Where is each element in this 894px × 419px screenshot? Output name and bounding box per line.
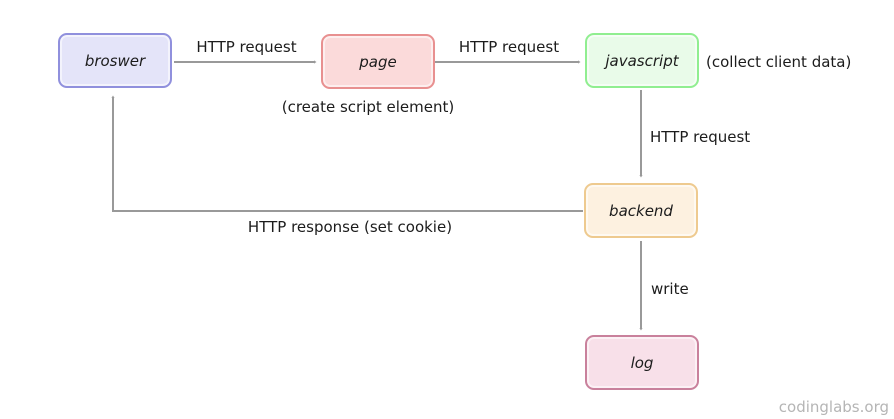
node-broswer-label: broswer [84, 51, 146, 70]
edge-label-backend-to-log: write [651, 280, 689, 298]
node-log: log [585, 335, 699, 390]
edge-label-broswer-to-page: HTTP request [196, 38, 297, 56]
node-broswer: broswer [58, 33, 172, 88]
node-log-label: log [630, 353, 654, 372]
node-javascript-label: javascript [605, 51, 679, 70]
edge-label-page-to-javascript: HTTP request [458, 38, 560, 56]
edge-label-javascript-to-backend: HTTP request [650, 128, 751, 146]
watermark: codinglabs.org [778, 398, 889, 416]
edge-label-backend-to-broswer: HTTP response (set cookie) [247, 218, 453, 236]
node-backend: backend [584, 183, 698, 238]
edge-backend-to-broswer [113, 97, 583, 212]
node-backend-label: backend [609, 201, 673, 220]
node-javascript: javascript [585, 33, 699, 88]
node-page-label: page [359, 52, 397, 71]
page-annotation: (create script element) [281, 98, 455, 116]
javascript-annotation: (collect client data) [706, 53, 852, 71]
node-page: page [321, 34, 435, 89]
